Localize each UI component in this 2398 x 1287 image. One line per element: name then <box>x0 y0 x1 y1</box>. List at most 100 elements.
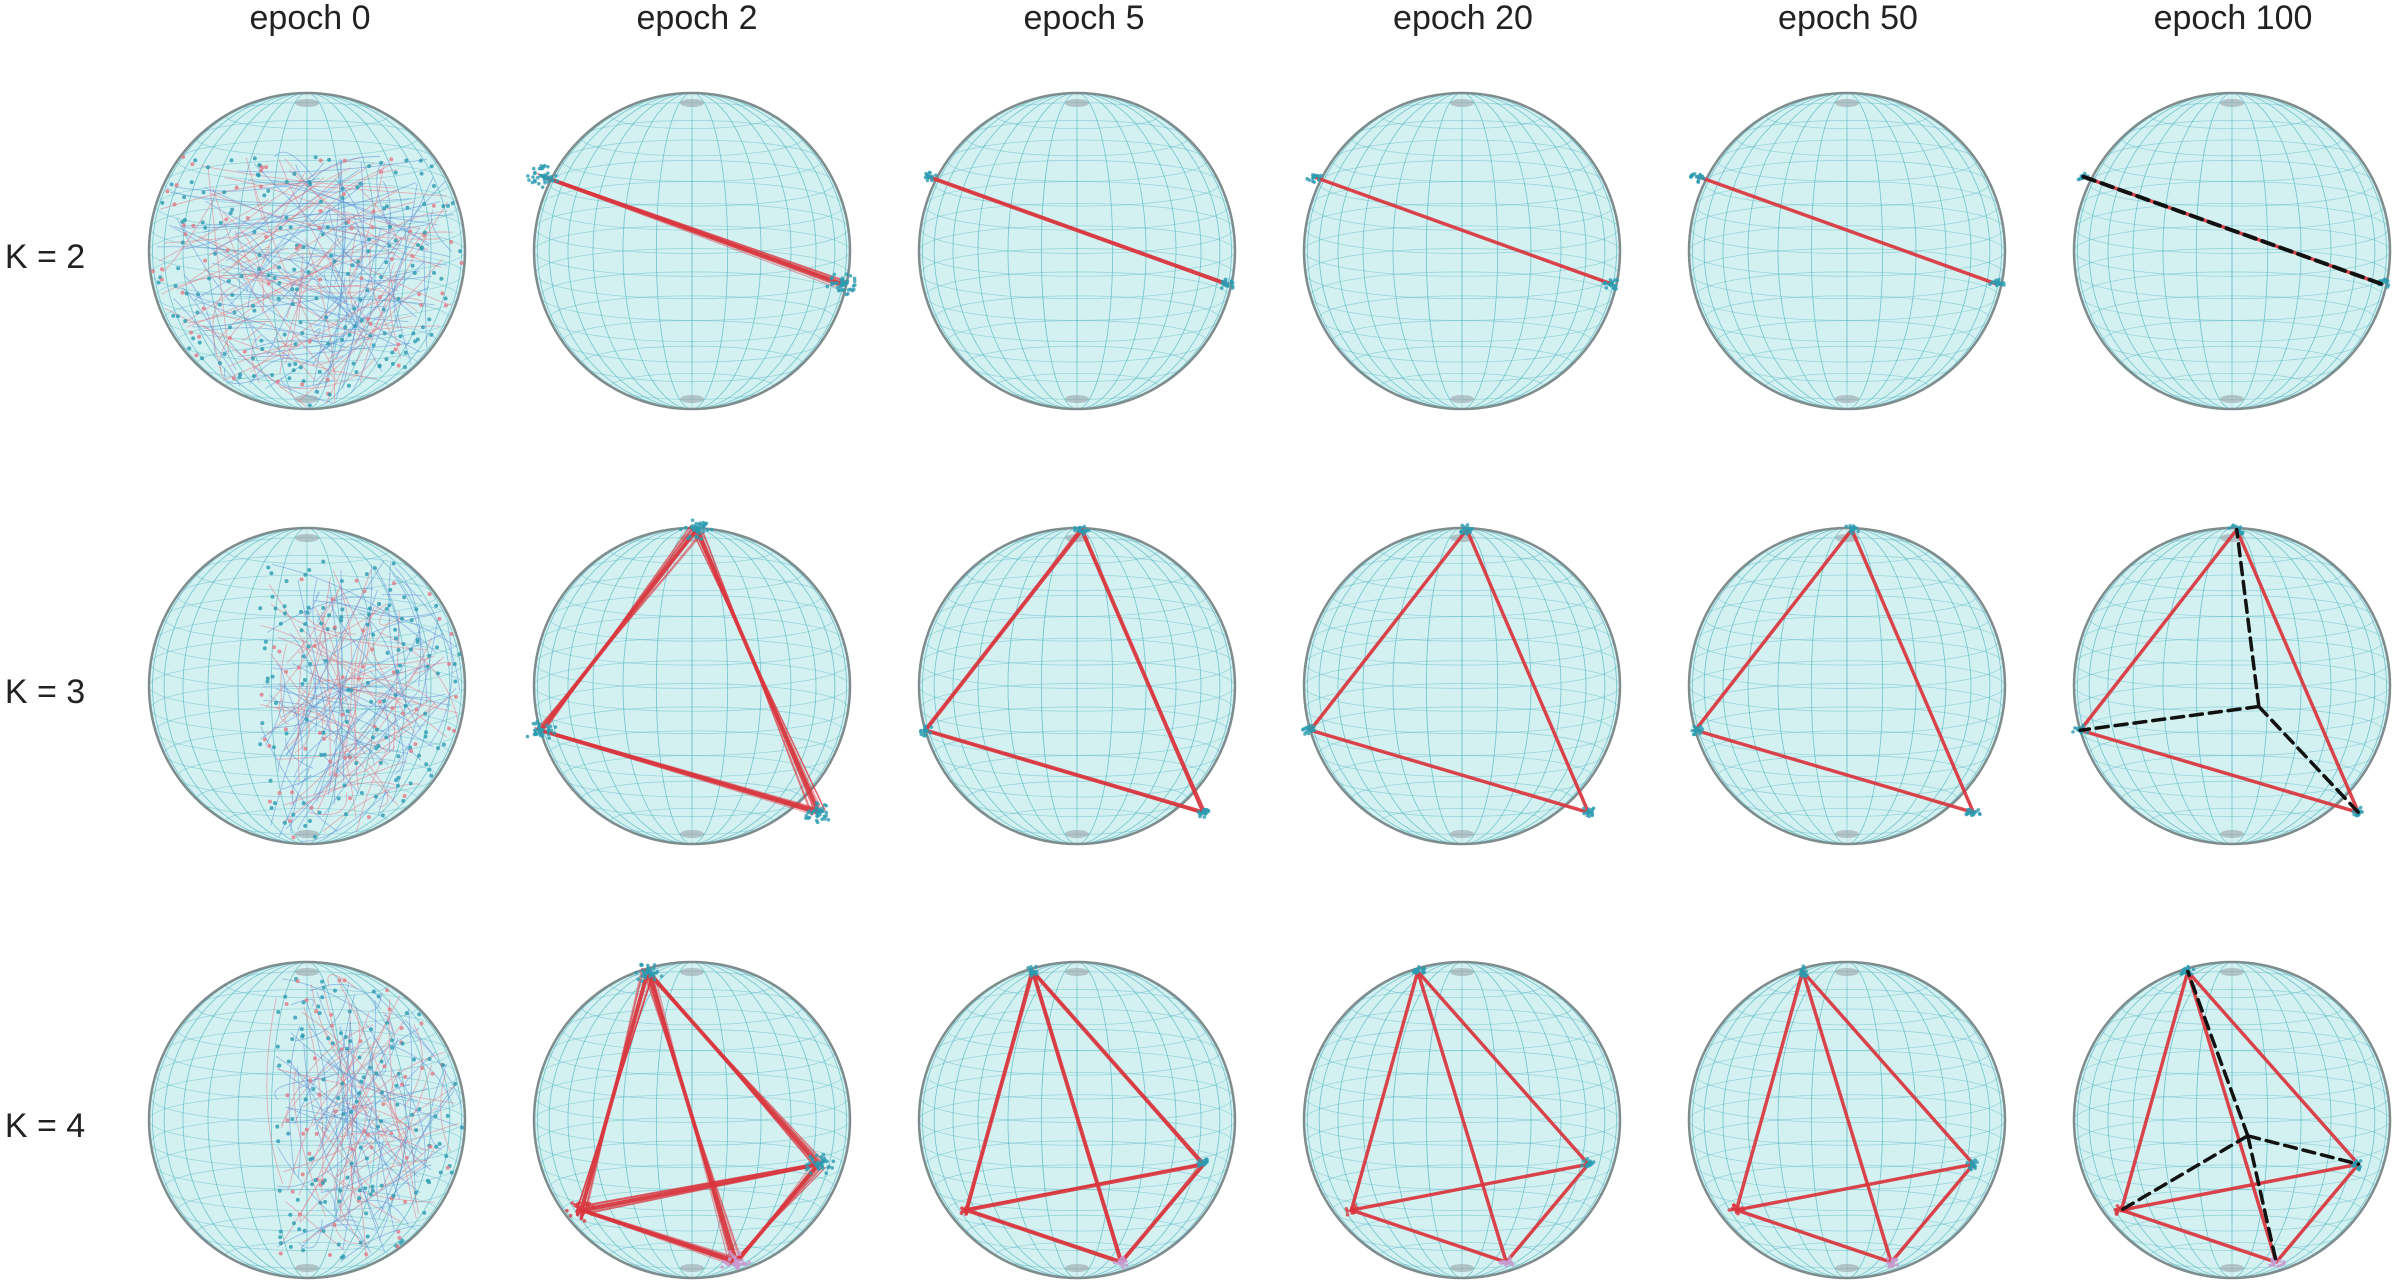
embedding-point <box>530 180 535 185</box>
embedding-point <box>427 767 432 772</box>
embedding-point <box>1420 970 1424 974</box>
embedding-point <box>277 265 282 270</box>
noise-line <box>321 1135 409 1193</box>
embedding-point <box>966 1203 970 1208</box>
embedding-point <box>2227 526 2231 530</box>
embedding-point <box>340 607 345 612</box>
longitude-line <box>567 528 817 844</box>
sphere-outline <box>532 960 852 1280</box>
embedding-point <box>278 225 283 230</box>
embedding-point <box>1990 280 1995 285</box>
noise-line <box>313 600 458 648</box>
longitude-line <box>1337 528 1587 844</box>
class-edge <box>1734 969 1805 1212</box>
embedding-point <box>388 224 393 229</box>
embedding-point <box>848 273 853 278</box>
class-edge <box>1308 527 1469 732</box>
longitude-line <box>1425 528 1499 844</box>
embedding-point <box>372 724 377 729</box>
embedding-point <box>1354 1206 1358 1211</box>
embedding-point <box>304 998 309 1003</box>
embedding-point <box>923 175 928 180</box>
embedding-point <box>277 281 282 286</box>
pole-marker <box>1065 1264 1089 1272</box>
longitude-line <box>152 528 462 844</box>
noise-line <box>323 273 388 308</box>
embedding-point <box>203 225 208 230</box>
noise-line <box>388 999 417 1220</box>
noise-line <box>251 334 262 384</box>
noise-line <box>203 213 438 233</box>
embedding-point <box>458 249 463 254</box>
embedding-point <box>402 793 407 798</box>
longitude-line <box>2195 962 2269 1278</box>
class-edge <box>1849 527 1976 815</box>
embedding-point <box>380 813 385 818</box>
longitude-line <box>1692 528 2002 844</box>
embedding-point <box>586 1203 591 1207</box>
longitude-line <box>1337 962 1587 1278</box>
noise-line <box>217 277 409 322</box>
sphere-outline <box>2072 91 2392 411</box>
embedding-point <box>918 729 923 734</box>
embedding-point <box>1895 1263 1900 1267</box>
longitude-line <box>1007 528 1147 844</box>
embedding-point <box>378 169 383 174</box>
embedding-point <box>262 646 267 651</box>
embedding-point <box>318 277 323 282</box>
embedding-point <box>402 365 407 370</box>
embedding-point <box>262 737 267 742</box>
embedding-point <box>1421 966 1426 971</box>
longitude-line <box>207 93 407 409</box>
noise-line <box>205 200 343 258</box>
pole-marker <box>1065 968 1089 976</box>
embedding-point <box>1112 1260 1117 1265</box>
embedding-point <box>217 360 222 365</box>
longitude-line <box>1692 93 2002 409</box>
embedding-point <box>740 1258 744 1262</box>
embedding-point <box>351 361 356 366</box>
noise-line <box>323 1166 402 1223</box>
noise-line <box>338 1000 377 1134</box>
longitude-line <box>1810 528 1884 844</box>
embedding-point <box>390 1045 395 1050</box>
embedding-point <box>816 1166 821 1171</box>
longitude-line <box>1703 93 1991 409</box>
embedding-point <box>312 1056 317 1061</box>
embedding-point <box>1509 1261 1514 1265</box>
embedding-point <box>317 730 322 735</box>
embedding-point <box>391 561 396 566</box>
embedding-point <box>1970 1159 1974 1163</box>
noise-line <box>342 1102 416 1138</box>
embedding-point <box>359 1079 364 1084</box>
embedding-point <box>840 282 844 287</box>
embedding-point <box>282 820 287 825</box>
noise-line <box>277 1146 365 1243</box>
sphere-panel <box>525 518 852 846</box>
longitude-line <box>592 528 792 844</box>
longitude-line <box>2132 962 2332 1278</box>
embedding-point <box>2352 812 2357 817</box>
longitude-line <box>1040 528 1114 844</box>
embedding-point <box>1590 807 1594 812</box>
embedding-point <box>307 1151 312 1156</box>
embedding-point <box>290 1189 295 1194</box>
embedding-point <box>284 579 289 584</box>
embedding-point <box>1894 1258 1898 1263</box>
embedding-point <box>537 722 542 727</box>
embedding-point <box>299 1027 304 1032</box>
noise-line <box>307 169 398 226</box>
embedding-point <box>300 331 305 336</box>
longitude-line <box>2162 528 2302 844</box>
embedding-point <box>452 662 457 667</box>
noise-line <box>307 1068 339 1082</box>
embedding-point <box>189 180 194 185</box>
embedding-point <box>250 356 255 361</box>
noise-line <box>367 763 389 808</box>
noise-line <box>313 677 434 748</box>
embedding-point <box>546 180 551 184</box>
noise-line <box>173 298 241 387</box>
embedding-point <box>2186 964 2190 969</box>
sphere-panel <box>1302 960 1622 1280</box>
embedding-point <box>303 746 308 751</box>
